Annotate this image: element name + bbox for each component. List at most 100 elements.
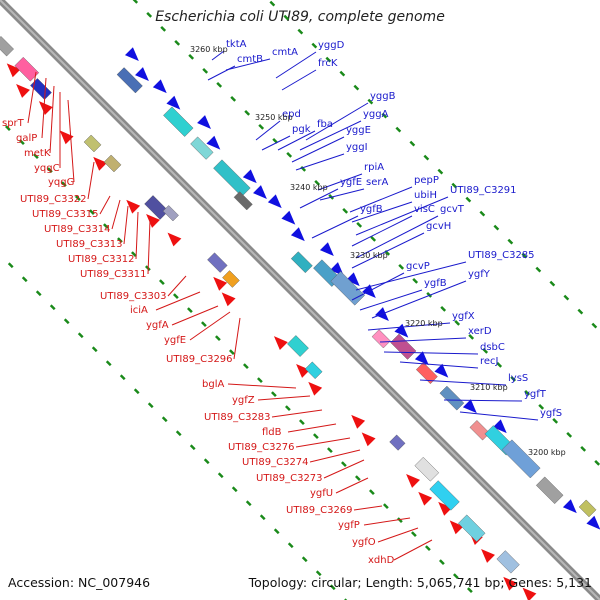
reverse-gene-label: ygfO [352,537,376,548]
forward-gene-label: ygfE [340,177,362,188]
scale-label: 3240 kbp [290,183,328,192]
tick-inner-right [398,263,405,270]
tick-inner-left [103,223,109,229]
forward-gene-label: ygfT [524,389,547,400]
reverse-gene-label: UTI89_C3312 [68,254,135,265]
forward-gene-label: serA [366,177,388,188]
forward-leader [399,361,479,369]
forward-leader [351,232,425,269]
tick-outer-left [203,458,210,465]
reverse-gene-arrow-21 [503,576,518,591]
tick-outer-left [217,472,224,479]
tick-outer-left [329,584,336,591]
forward-block-2 [190,136,214,160]
tick-inner-left [19,139,25,145]
reverse-gene-label: UTI89_C3273 [256,473,323,484]
forward-gene-arrow-4 [197,115,211,129]
forward-block-16 [578,499,597,518]
reverse-gene-label: yqgG [48,177,74,188]
reverse-gene-arrow-5 [126,199,141,214]
reverse-block-10 [304,361,323,380]
reverse-leader [189,311,231,341]
tick-inner-left [47,167,53,173]
forward-gene-arrow-16 [394,323,409,338]
forward-gene-arrow-9 [281,210,296,225]
forward-gene-label: cmtB [237,54,263,65]
reverse-gene-label: ygfP [338,520,360,531]
forward-leader [367,322,451,331]
tick-inner-left [5,125,11,131]
tick-inner-right [426,291,433,298]
tick-outer-left [35,290,42,297]
reverse-gene-label: galP [16,133,37,144]
tick-inner-left [411,531,417,537]
reverse-leader [167,275,187,297]
reverse-block-7 [207,252,228,273]
reverse-gene-label: UTI89_C3314 [44,224,111,235]
forward-leader [299,188,339,209]
forward-gene-arrow-0 [124,47,139,62]
map-title: Escherichia coli UTI89, complete genome [155,9,445,25]
reverse-leader [393,539,433,561]
forward-gene-arrow-20 [492,419,507,434]
forward-leader [295,153,345,171]
reverse-block-11 [389,434,406,451]
forward-gene-label: lysS [508,373,528,384]
reverse-block-9 [287,335,309,357]
tick-inner-right [216,81,223,88]
reverse-block-6 [162,205,179,222]
forward-block-11 [439,385,465,411]
scale-label: 3230 kbp [350,251,388,260]
tick-inner-left [271,391,277,397]
forward-gene-label: tktA [226,39,247,50]
forward-gene-label: gcvP [406,261,430,272]
reverse-gene-arrow-15 [406,473,420,488]
forward-gene-arrow-11 [319,242,334,257]
forward-gene-label: xerD [468,326,492,337]
reverse-gene-label: UTI89_C3269 [286,505,353,516]
forward-leader [317,173,363,191]
tick-outer-right [535,266,542,273]
tick-inner-right [566,431,573,438]
forward-gene-label: ubiH [414,190,437,201]
forward-block-5 [290,251,313,274]
reverse-gene-arrow-7 [167,232,182,247]
reverse-gene-label: bglA [202,379,224,390]
forward-leader [275,51,317,79]
tick-inner-right [342,207,349,214]
tick-outer-right [521,252,528,259]
tick-inner-left [341,461,347,467]
tick-outer-right [297,28,304,35]
forward-gene-label: visC [414,204,435,215]
tick-inner-left [299,419,305,425]
forward-gene-label: recJ [480,356,499,367]
tick-inner-left [397,517,403,523]
tick-inner-left [117,237,123,243]
tick-inner-right [230,95,237,102]
reverse-block-15 [496,550,520,574]
tick-outer-left [77,332,84,339]
forward-leader [311,215,359,239]
tick-outer-left [91,346,98,353]
forward-gene-label: ygfB [424,278,447,289]
forward-gene-label: yggA [363,109,389,120]
forward-leader [459,411,539,421]
forward-gene-label: gcvT [440,204,465,215]
forward-gene-label: ygfS [540,408,562,419]
reverse-gene-arrow-4 [93,156,108,171]
reverse-leader [27,71,37,124]
forward-leader [291,136,345,163]
reverse-leader [363,517,411,526]
reverse-leader [49,85,55,154]
reverse-leader [295,437,351,448]
reverse-leader [111,199,121,230]
forward-leader [207,65,236,81]
reverse-gene-label: ygfU [310,488,333,499]
reverse-leader [227,383,297,389]
tick-outer-right [451,182,458,189]
forward-leader [355,215,439,259]
forward-gene-arrow-21 [562,499,577,514]
reverse-leader [287,423,337,433]
